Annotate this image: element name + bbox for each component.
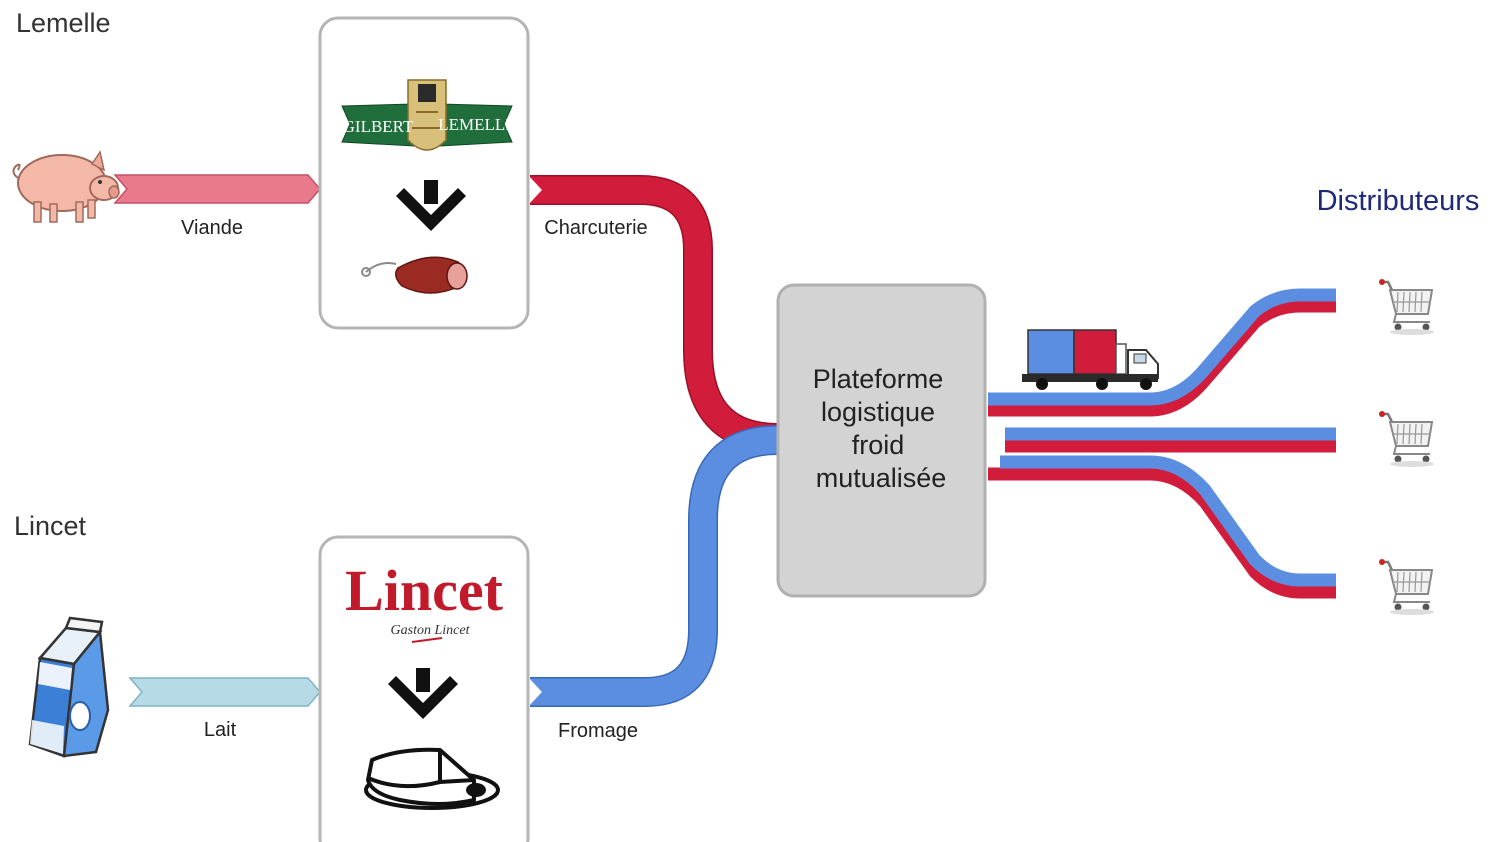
distribution-flows [988, 288, 1340, 599]
lemelle-process-box [318, 16, 530, 330]
platform-line-2: logistique [821, 397, 935, 427]
cheese-icon [364, 747, 500, 810]
gilbert-lemelle-logo: GILBERT LEMELLE [341, 79, 516, 151]
milk-carton-icon [28, 616, 110, 758]
sausage-icon [361, 256, 468, 294]
shopping-cart-icon [1379, 559, 1434, 615]
distributeurs-label: Distributeurs [1317, 185, 1480, 217]
svg-text:LEMELLE: LEMELLE [438, 115, 515, 134]
fromage-flow-band [528, 425, 779, 707]
svg-text:GILBERT: GILBERT [343, 117, 414, 136]
flow-label-charcuterie: Charcuterie [544, 217, 647, 239]
charcuterie-flow-band [528, 175, 779, 453]
truck-icon [1022, 329, 1159, 390]
platform-box [776, 283, 987, 598]
lincet-logo: Lincet Gaston Lincet [345, 558, 504, 643]
flow-label-fromage: Fromage [558, 720, 638, 742]
shopping-cart-icon [1379, 411, 1434, 467]
platform-line-4: mutualisée [816, 463, 947, 493]
shopping-cart-icon [1379, 279, 1434, 335]
platform-line-3: froid [852, 430, 905, 460]
flow-label-viande: Viande [181, 217, 243, 239]
svg-text:Gaston Lincet: Gaston Lincet [391, 623, 471, 638]
company-lincet-title: Lincet [14, 511, 87, 541]
platform-line-1: Plateforme [813, 364, 944, 394]
arrow-down-icon [396, 180, 466, 231]
flow-label-lait: Lait [204, 719, 237, 741]
lait-input-arrow [128, 677, 321, 707]
svg-text:Lincet: Lincet [345, 558, 504, 623]
pig-icon [12, 150, 120, 223]
arrow-down-icon [388, 668, 458, 719]
viande-input-arrow [113, 174, 321, 204]
company-lemelle-title: Lemelle [16, 8, 111, 38]
